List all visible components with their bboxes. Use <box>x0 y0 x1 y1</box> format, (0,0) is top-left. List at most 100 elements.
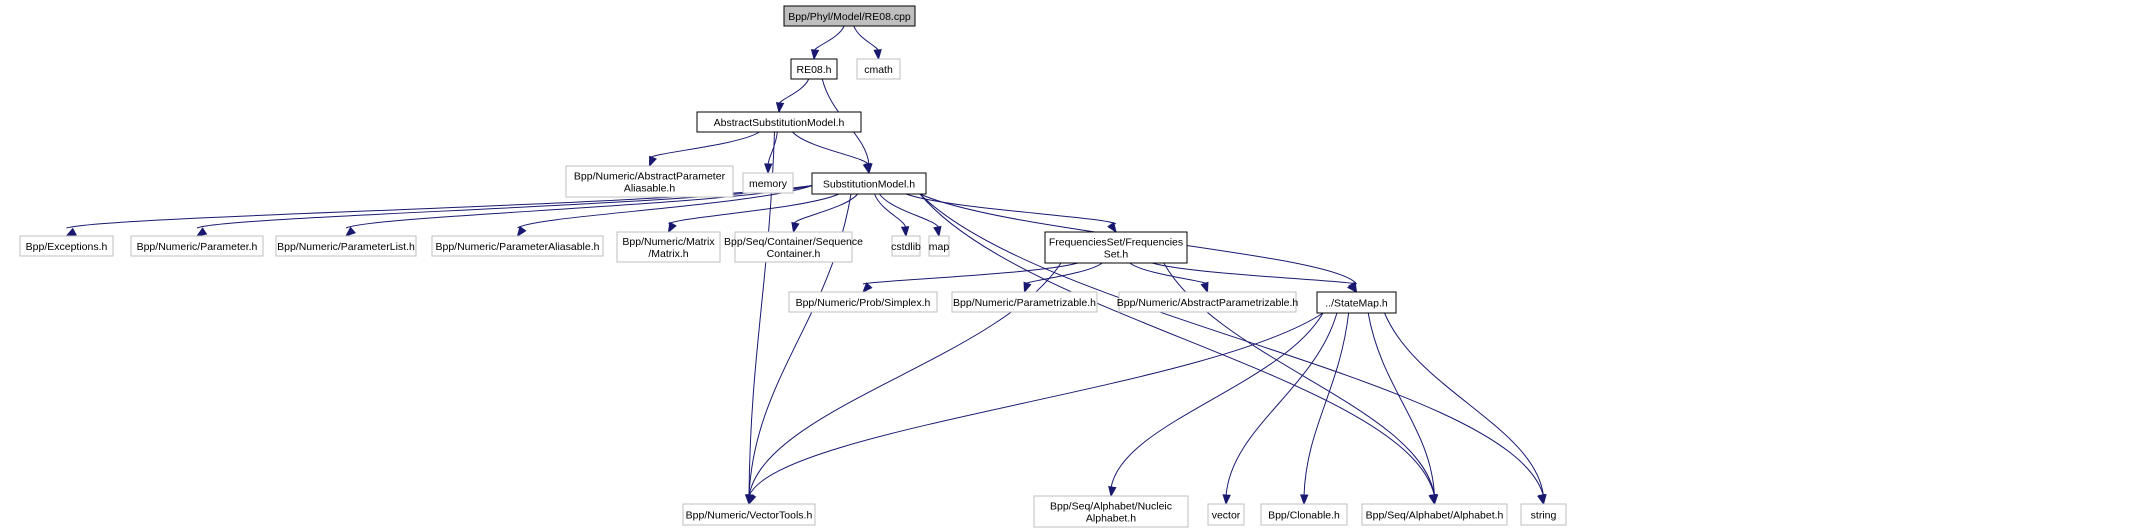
edge-root-to-cmath <box>853 25 882 61</box>
node-box <box>1207 503 1245 526</box>
node-matrix[interactable]: Bpp/Numeric/Matrix/Matrix.h <box>616 231 721 263</box>
node-vt[interactable]: Bpp/Numeric/VectorTools.h <box>682 503 816 526</box>
node-label: map <box>929 241 950 253</box>
node-label: Bpp/Numeric/AbstractParametrizable.h <box>1117 297 1299 309</box>
arrowhead <box>775 102 785 114</box>
arrowhead <box>1222 494 1231 506</box>
arrowhead <box>873 49 882 61</box>
edge-sm-to-seqcont <box>791 193 859 234</box>
edge-asm-to-apa <box>648 131 760 168</box>
node-box <box>742 172 794 194</box>
node-box <box>431 235 604 257</box>
node-label: Bpp/Clonable.h <box>1268 510 1340 522</box>
node-simplex[interactable]: Bpp/Numeric/Prob/Simplex.h <box>788 291 938 313</box>
edge-sm-to-string <box>919 193 1546 506</box>
arrowhead <box>748 493 757 506</box>
node-box <box>19 235 114 257</box>
node-label: Bpp/Numeric/AbstractParameter <box>574 171 726 183</box>
node-label: Bpp/Seq/Alphabet/Nucleic <box>1050 501 1172 513</box>
node-label: Container.h <box>767 248 821 260</box>
edge-asm-to-memory <box>764 131 778 175</box>
node-memory[interactable]: memory <box>742 172 794 194</box>
node-box <box>696 111 862 133</box>
edge-statemap-to-vt <box>748 312 1324 506</box>
edge-asm-to-sm <box>792 131 871 175</box>
edge-statemap-to-vector <box>1222 312 1338 506</box>
node-box <box>951 291 1098 313</box>
node-box <box>790 58 838 80</box>
node-vector[interactable]: vector <box>1207 503 1245 526</box>
arrowhead <box>764 163 773 175</box>
arrowhead <box>1200 281 1209 294</box>
node-root[interactable]: Bpp/Phyl/Model/RE08.cpp <box>783 5 916 27</box>
edge-freq-to-simplex <box>862 262 1079 294</box>
node-box <box>891 235 921 257</box>
edge-sm-to-matrix <box>667 193 840 234</box>
node-label: Bpp/Numeric/Matrix <box>622 236 715 248</box>
node-box <box>811 172 927 195</box>
arrowhead <box>791 221 800 234</box>
edge-statemap-to-clon <box>1300 312 1350 506</box>
node-sm[interactable]: SubstitutionModel.h <box>811 172 927 195</box>
node-box <box>1520 503 1567 526</box>
node-label: Set.h <box>1104 249 1129 261</box>
edge-statemap-to-alpha <box>1367 312 1439 506</box>
node-label: RE08.h <box>796 64 831 76</box>
arrowhead <box>1347 282 1358 294</box>
node-palias[interactable]: Bpp/Numeric/ParameterAliasable.h <box>431 235 604 257</box>
arrowhead <box>516 225 527 238</box>
node-plist[interactable]: Bpp/Numeric/ParameterList.h <box>275 235 417 257</box>
node-box <box>682 503 816 526</box>
node-string[interactable]: string <box>1520 503 1567 526</box>
arrowhead <box>344 226 356 237</box>
node-label: Bpp/Numeric/ParameterAliasable.h <box>436 241 600 253</box>
node-box <box>616 231 721 263</box>
edge-freq-to-statemap <box>1151 262 1358 294</box>
arrowhead <box>195 227 208 237</box>
node-box <box>1118 291 1297 313</box>
node-label: vector <box>1212 510 1241 522</box>
edge-sm-to-freq <box>905 193 1117 234</box>
edge-freq-to-aparz <box>1129 262 1209 294</box>
arrowhead <box>648 155 657 168</box>
node-label: Bpp/Seq/Alphabet/Alphabet.h <box>1366 510 1504 522</box>
node-label: Bpp/Numeric/Prob/Simplex.h <box>796 297 931 309</box>
node-statemap[interactable]: ../StateMap.h <box>1316 291 1397 314</box>
node-label: Alphabet.h <box>1086 513 1136 525</box>
node-aparz[interactable]: Bpp/Numeric/AbstractParametrizable.h <box>1117 291 1299 313</box>
node-exc[interactable]: Bpp/Exceptions.h <box>19 235 114 257</box>
arrowhead <box>862 162 871 175</box>
node-re08[interactable]: RE08.h <box>790 58 838 80</box>
node-box <box>565 165 734 198</box>
node-alpha[interactable]: Bpp/Seq/Alphabet/Alphabet.h <box>1361 503 1508 526</box>
node-cstdlib[interactable]: cstdlib <box>891 235 921 257</box>
node-param[interactable]: Bpp/Numeric/Parameter.h <box>130 235 264 257</box>
arrowhead <box>900 226 910 238</box>
node-box <box>1361 503 1508 526</box>
edge-sm-to-param <box>195 185 813 237</box>
node-label: Aliasable.h <box>624 183 676 195</box>
node-asm[interactable]: AbstractSubstitutionModel.h <box>696 111 862 133</box>
node-freq[interactable]: FrequenciesSet/FrequenciesSet.h <box>1044 231 1188 264</box>
node-label: AbstractSubstitutionModel.h <box>714 117 845 129</box>
node-box <box>788 291 938 313</box>
arrowhead <box>1023 281 1032 294</box>
arrowhead <box>933 225 942 238</box>
node-parz[interactable]: Bpp/Numeric/Parametrizable.h <box>951 291 1098 313</box>
node-label: Bpp/Numeric/Parametrizable.h <box>953 297 1096 309</box>
node-box <box>1260 503 1348 526</box>
arrowhead <box>1429 494 1439 506</box>
node-cmath[interactable]: cmath <box>856 58 901 80</box>
edge-sm-to-map <box>879 193 942 238</box>
arrowhead <box>667 221 677 234</box>
node-label: cmath <box>864 64 893 76</box>
node-clon[interactable]: Bpp/Clonable.h <box>1260 503 1348 526</box>
node-map[interactable]: map <box>928 235 950 257</box>
arrowhead <box>1107 221 1117 234</box>
arrowhead <box>810 49 820 61</box>
